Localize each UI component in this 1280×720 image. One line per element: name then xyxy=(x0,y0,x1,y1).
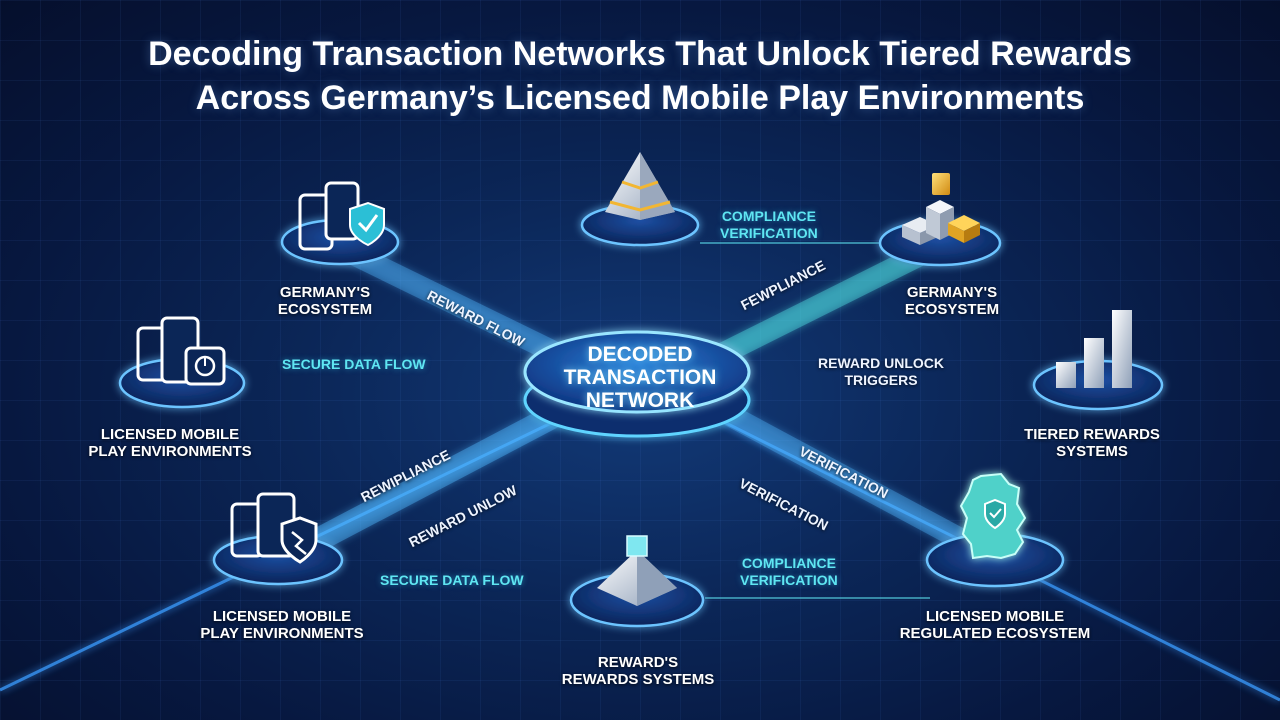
edge-label-secure-data-flow-left: SECURE DATA FLOW xyxy=(282,356,426,372)
hub-disk xyxy=(523,330,751,438)
node-label-germany-left-line-2: ECOSYSTEM xyxy=(277,301,373,318)
edge-label-reward-unlock-line-2: TRIGGERS xyxy=(844,372,918,388)
beam-germany-right xyxy=(715,235,945,365)
edge-label-compliance-bottom-line-2: VERIFICATION xyxy=(740,572,838,588)
germany-map-shield-icon xyxy=(959,472,1027,560)
connection-beams xyxy=(225,225,1060,599)
node-label-rewards-bottom-line-1: REWARD'S xyxy=(597,654,679,671)
mobile-devices-shield-broken-icon xyxy=(230,492,318,564)
node-label-tiered-right-line-1: TIERED REWARDS xyxy=(1024,426,1160,443)
hub-label: DECODED TRANSACTION NETWORK xyxy=(540,343,740,412)
mobile-devices-icon xyxy=(136,316,226,386)
edge-label-compliance-top: COMPLIANCE VERIFICATION xyxy=(720,208,818,242)
pyramid-icon xyxy=(605,152,675,220)
node-label-regulated-right-line-2: REGULATED ECOSYSTEM xyxy=(899,625,1091,642)
node-label-germany-right-line-2: ECOSYSTEM xyxy=(904,301,1000,318)
edge-label-compliance-top-line-1: COMPLIANCE xyxy=(721,208,816,224)
node-label-licensed-left: LICENSED MOBILE PLAY ENVIRONMENTS xyxy=(60,426,280,460)
gold-blocks-icon xyxy=(902,173,980,245)
node-label-regulated-right-line-1: LICENSED MOBILE xyxy=(925,608,1065,625)
edge-label-reward-unlock-line-1: REWARD UNLOCK xyxy=(818,355,944,371)
node-label-germany-right: GERMANY'S ECOSYSTEM xyxy=(842,284,1062,318)
edge-label-reward-unlock: REWARD UNLOCK TRIGGERS xyxy=(818,355,944,389)
beam-regulated-right xyxy=(714,400,996,565)
node-label-regulated-right: LICENSED MOBILE REGULATED ECOSYSTEM xyxy=(885,608,1105,642)
title-line-2: Across Germany’s Licensed Mobile Play En… xyxy=(195,79,1085,117)
node-label-germany-left-line-1: GERMANY'S xyxy=(279,284,371,301)
edge-label-compliance-bottom-line-1: COMPLIANCE xyxy=(741,555,836,571)
node-label-licensed-left-line-1: LICENSED MOBILE xyxy=(100,426,240,443)
page-title: Decoding Transaction Networks That Unloc… xyxy=(40,32,1240,120)
pyramid-cube-icon xyxy=(597,535,677,606)
node-label-licensed-bottom-left-line-2: PLAY ENVIRONMENTS xyxy=(200,625,364,642)
beam-germany-left xyxy=(340,240,565,365)
node-label-tiered-right: TIERED REWARDS SYSTEMS xyxy=(982,426,1202,460)
mobile-devices-shield-icon xyxy=(298,181,385,251)
node-label-licensed-bottom-left-line-1: LICENSED MOBILE xyxy=(212,608,352,625)
node-label-germany-right-line-1: GERMANY'S xyxy=(906,284,998,301)
hub-label-line-2: TRANSACTION xyxy=(563,366,717,389)
edge-label-secure-data-flow-bottom: SECURE DATA FLOW xyxy=(380,572,524,588)
bar-chart-icon xyxy=(1056,310,1132,388)
node-label-licensed-bottom-left: LICENSED MOBILE PLAY ENVIRONMENTS xyxy=(172,608,392,642)
node-label-licensed-left-line-2: PLAY ENVIRONMENTS xyxy=(88,443,252,460)
hub-label-line-1: DECODED xyxy=(587,343,693,366)
node-label-rewards-bottom-line-2: REWARDS SYSTEMS xyxy=(561,671,715,688)
beam-bottom-left xyxy=(274,399,571,571)
node-label-tiered-right-line-2: SYSTEMS xyxy=(1056,443,1128,460)
edge-label-compliance-top-line-2: VERIFICATION xyxy=(720,225,818,241)
hub-label-line-3: NETWORK xyxy=(585,389,695,412)
node-label-germany-left: GERMANY'S ECOSYSTEM xyxy=(215,284,435,318)
title-line-1: Decoding Transaction Networks That Unloc… xyxy=(148,35,1132,73)
edge-label-compliance-bottom: COMPLIANCE VERIFICATION xyxy=(740,555,838,589)
node-label-rewards-bottom: REWARD'S REWARDS SYSTEMS xyxy=(528,654,748,688)
